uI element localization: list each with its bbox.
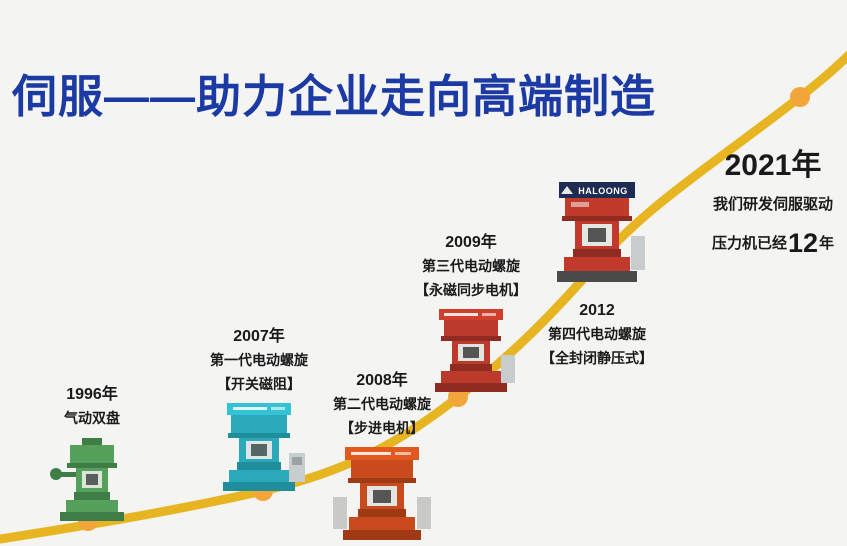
milestone-1996: 1996年 气动双盘 <box>36 380 148 526</box>
milestone-2012-year: 2012 <box>579 302 615 319</box>
milestone-2012-desc: 第四代电动螺旋 <box>548 326 646 342</box>
milestone-1996-year: 1996年 <box>66 386 118 403</box>
milestone-2008-tech: 【步进电机】 <box>340 419 424 436</box>
milestone-2007-year: 2007年 <box>233 328 285 345</box>
timeline-dot-2021 <box>790 87 810 107</box>
brand-text: HALOONG <box>578 186 628 196</box>
press-machine-2007-illustration <box>223 403 305 491</box>
milestone-2009: 2009年 第三代电动螺旋 【永磁同步电机】 <box>410 228 532 395</box>
brand-logo-icon <box>561 186 573 194</box>
milestone-1996-desc: 气动双盘 <box>64 410 120 426</box>
press-machine-2012-illustration: HALOONG <box>557 182 645 282</box>
milestone-2012-tech: 【全封闭静压式】 <box>541 349 653 366</box>
milestone-2008: 2008年 第二代电动螺旋 【步进电机】 <box>320 366 444 546</box>
milestone-2009-year: 2009年 <box>445 234 497 251</box>
press-machine-2008-illustration <box>333 447 431 540</box>
brand-banner <box>559 182 635 198</box>
milestone-2009-desc: 第三代电动螺旋 <box>422 258 520 274</box>
years-count-number: 12 <box>787 227 819 258</box>
years-count-suffix: 年 <box>819 234 835 252</box>
years-count-prefix: 压力机已经 <box>711 234 787 252</box>
milestone-2009-tech: 【永磁同步电机】 <box>415 281 527 298</box>
press-machine-1996-illustration <box>50 437 124 521</box>
milestone-2021: 2021年 我们研发伺服驱动 压力机已经12年 <box>698 140 847 261</box>
milestone-2021-year: 2021年 <box>724 149 822 182</box>
milestone-2021-desc: 我们研发伺服驱动 <box>712 196 833 213</box>
press-machine-2009-illustration <box>435 309 515 392</box>
milestone-2021-years-count: 压力机已经12年 <box>698 227 847 261</box>
milestone-2007-tech: 【开关磁阻】 <box>217 375 301 392</box>
milestone-2008-desc: 第二代电动螺旋 <box>333 396 431 412</box>
milestone-2007-desc: 第一代电动螺旋 <box>210 352 308 368</box>
milestone-2012: HALOONG 2012 第四代电动螺旋 【全封闭静压式】 <box>536 182 658 367</box>
page-title: 伺服——助力企业走向高端制造 <box>12 71 657 123</box>
milestone-2007: 2007年 第一代电动螺旋 【开关磁阻】 <box>200 322 318 493</box>
milestone-2008-year: 2008年 <box>356 372 408 389</box>
